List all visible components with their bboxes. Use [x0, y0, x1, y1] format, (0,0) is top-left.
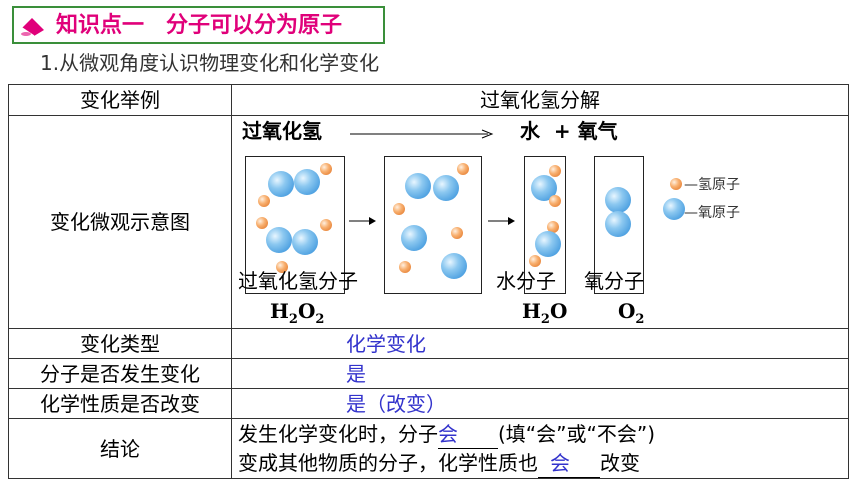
formula-h2o2: H2O2	[270, 299, 325, 327]
row-label-chem-prop: 化学性质是否改变	[8, 388, 232, 419]
row-label-conclusion: 结论	[8, 418, 232, 479]
row-label-mol-change: 分子是否发生变化	[8, 358, 232, 389]
comparison-table: 变化举例 过氧化氢分解 变化微观示意图 过氧化氢 水 + 氧气	[8, 84, 849, 479]
oxygen-atom	[401, 225, 427, 251]
hydrogen-atom	[258, 195, 270, 207]
conclusion-text-2: (填“会”或“不会”)	[498, 421, 656, 446]
subtitle: 1.从微观角度认识物理变化和化学变化	[40, 51, 380, 75]
table-row-mol-change: 分子是否发生变化 是	[8, 358, 849, 389]
hydrogen-atom	[549, 195, 561, 207]
equation-products: 水 + 氧气	[520, 119, 618, 143]
table-row-chem-prop: 化学性质是否改变 是（改变）	[8, 388, 849, 419]
hydrogen-atom	[547, 221, 559, 233]
row-label-micro: 变化微观示意图	[8, 115, 232, 329]
header-cell-reaction: 过氧化氢分解	[231, 84, 849, 116]
micro-diagram: 过氧化氢 水 + 氧气	[233, 117, 848, 328]
answer-mol-change: 是	[346, 361, 366, 386]
legend-oxygen: —氧原子	[684, 205, 740, 221]
answer-chem-prop: 是（改变）	[346, 391, 446, 416]
oxygen-atom	[535, 231, 561, 257]
legend-hydrogen-icon	[670, 178, 682, 190]
table-header-row: 变化举例 过氧化氢分解	[8, 84, 849, 116]
hydrogen-atom	[529, 255, 541, 267]
row-value-conclusion: 发生化学变化时，分子会(填“会”或“不会”) 变成其他物质的分子，化学性质也会改…	[231, 418, 849, 479]
hydrogen-atom	[457, 163, 469, 175]
oxygen-atom	[405, 173, 431, 199]
legend-oxygen-icon	[663, 198, 685, 220]
row-value-chem-prop: 是（改变）	[231, 388, 849, 419]
oxygen-atom	[294, 169, 320, 195]
diagram-box-atoms	[384, 156, 482, 294]
hydrogen-atom	[320, 163, 332, 175]
reaction-arrow-icon	[350, 129, 494, 139]
header-cell-example: 变化举例	[8, 84, 232, 116]
equation-reactant: 过氧化氢	[242, 119, 322, 143]
table-row-type: 变化类型 化学变化	[8, 328, 849, 359]
hydrogen-atom	[399, 261, 411, 273]
table-row-conclusion: 结论 发生化学变化时，分子会(填“会”或“不会”) 变成其他物质的分子，化学性质…	[8, 418, 849, 479]
conclusion-text-3: 变成其他物质的分子，化学性质也	[238, 450, 538, 475]
oxygen-atom	[268, 171, 294, 197]
oxygen-atom	[441, 253, 467, 279]
step-arrow-icon	[488, 217, 515, 225]
oxygen-atom	[266, 227, 292, 253]
answer-type: 化学变化	[346, 331, 426, 356]
hydrogen-atom	[320, 219, 332, 231]
micro-diagram-cell: 过氧化氢 水 + 氧气	[231, 115, 849, 329]
oxygen-atom	[605, 211, 631, 237]
section-title-box: 知识点一 分子可以分为原子	[12, 6, 385, 44]
hydrogen-atom	[256, 217, 268, 229]
hydrogen-atom	[549, 165, 561, 177]
section-title: 知识点一 分子可以分为原子	[56, 13, 343, 38]
table-row-micro: 变化微观示意图 过氧化氢 水 + 氧气	[8, 115, 849, 329]
step-arrow-icon	[349, 217, 376, 225]
hydrogen-atom	[451, 227, 463, 239]
hydrogen-atom	[276, 261, 288, 273]
oxygen-atom	[292, 229, 318, 255]
hydrogen-atom	[393, 203, 405, 215]
row-value-mol-change: 是	[231, 358, 849, 389]
conclusion-text-1: 发生化学变化时，分子	[238, 421, 438, 446]
diagram-box-oxygen	[594, 156, 644, 294]
molecule-name-h2o: 水分子	[496, 269, 556, 293]
diagram-box-water	[524, 156, 566, 294]
diagram-box-reactant	[245, 156, 345, 294]
conclusion-text-4: 改变	[600, 450, 640, 475]
oxygen-atom	[433, 175, 459, 201]
row-label-type: 变化类型	[8, 328, 232, 359]
formula-h2o: H2O	[522, 299, 568, 327]
molecule-name-h2o2: 过氧化氢分子	[238, 269, 358, 293]
conclusion-blank-2: 会	[538, 449, 600, 478]
legend-hydrogen: —氢原子	[684, 177, 740, 193]
oxygen-atom	[605, 187, 631, 213]
pen-icon	[21, 18, 44, 37]
molecule-name-o2: 氧分子	[584, 269, 644, 293]
formula-o2: O2	[618, 299, 645, 327]
conclusion-blank-1: 会	[438, 420, 498, 449]
row-value-type: 化学变化	[231, 328, 849, 359]
